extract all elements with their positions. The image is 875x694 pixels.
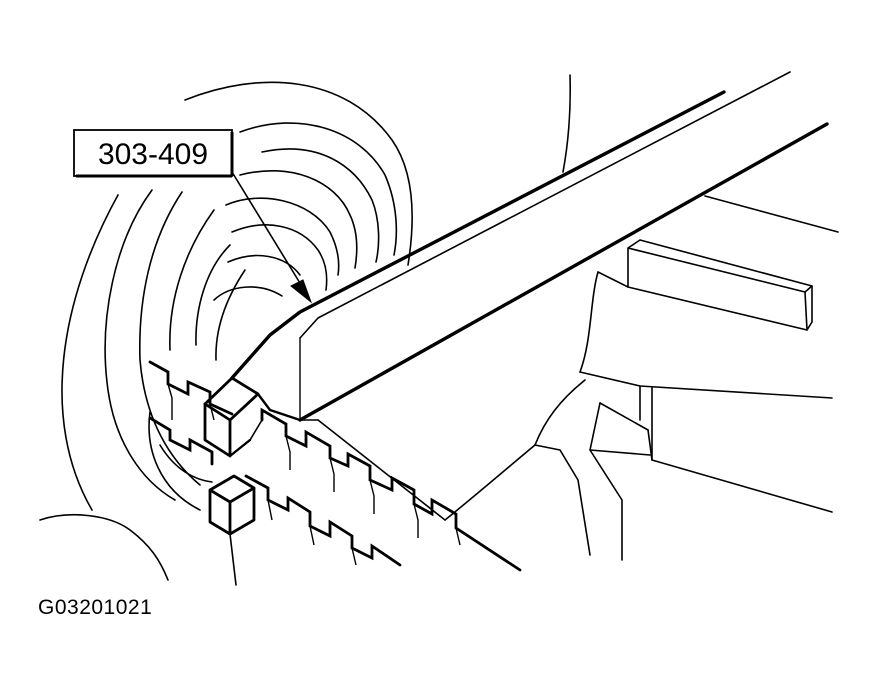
callout: 303-409 (73, 129, 313, 304)
leader-arrow-icon (290, 279, 313, 304)
splined-shaft (148, 360, 522, 572)
transmission-housing (444, 74, 839, 561)
figure-identifier: G03201021 (38, 596, 153, 619)
tool-number-label: 303-409 (98, 138, 208, 171)
lower-detail-lines (229, 419, 446, 586)
tool-bar (203, 71, 829, 458)
shaft-key (208, 474, 256, 536)
hub-assembly (39, 81, 413, 581)
leader-line (231, 171, 304, 289)
